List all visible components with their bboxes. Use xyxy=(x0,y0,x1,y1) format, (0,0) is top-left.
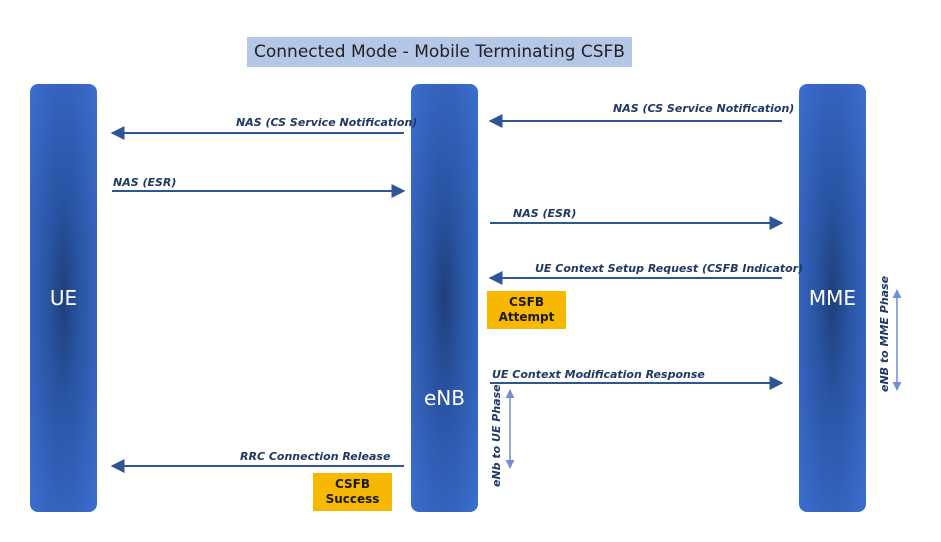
diagram-title: Connected Mode - Mobile Terminating CSFB xyxy=(247,37,632,67)
csfb-success-badge: CSFB Success xyxy=(313,473,392,511)
label-enb-mme-context-mod: UE Context Modification Response xyxy=(492,368,705,381)
phase-label-enb-to-ue: eNb to UE Phase xyxy=(490,384,503,487)
ue-label: UE xyxy=(49,286,78,310)
label-mme-enb-cs-notification: NAS (CS Service Notification) xyxy=(613,102,795,115)
csfb-success-line2: Success xyxy=(325,492,380,506)
label-enb-mme-esr: NAS (ESR) xyxy=(513,207,577,220)
enb-lifeline: eNB xyxy=(411,84,478,512)
label-enb-ue-cs-notification: NAS (CS Service Notification) xyxy=(236,116,418,129)
csfb-attempt-badge: CSFB Attempt xyxy=(487,291,566,329)
phase-label-enb-to-mme: eNB to MME Phase xyxy=(878,275,891,392)
label-ue-enb-esr: NAS (ESR) xyxy=(113,176,177,189)
label-enb-ue-rrc-release: RRC Connection Release xyxy=(240,450,391,463)
csfb-attempt-line2: Attempt xyxy=(498,310,555,324)
csfb-attempt-line1: CSFB xyxy=(508,295,544,309)
ue-lifeline: UE xyxy=(30,84,97,512)
mme-label: MME xyxy=(808,286,857,310)
label-mme-enb-context-setup: UE Context Setup Request (CSFB Indicator… xyxy=(535,262,804,275)
enb-label: eNB xyxy=(424,386,465,410)
csfb-success-line1: CSFB xyxy=(334,477,370,491)
mme-lifeline: MME xyxy=(799,84,866,512)
